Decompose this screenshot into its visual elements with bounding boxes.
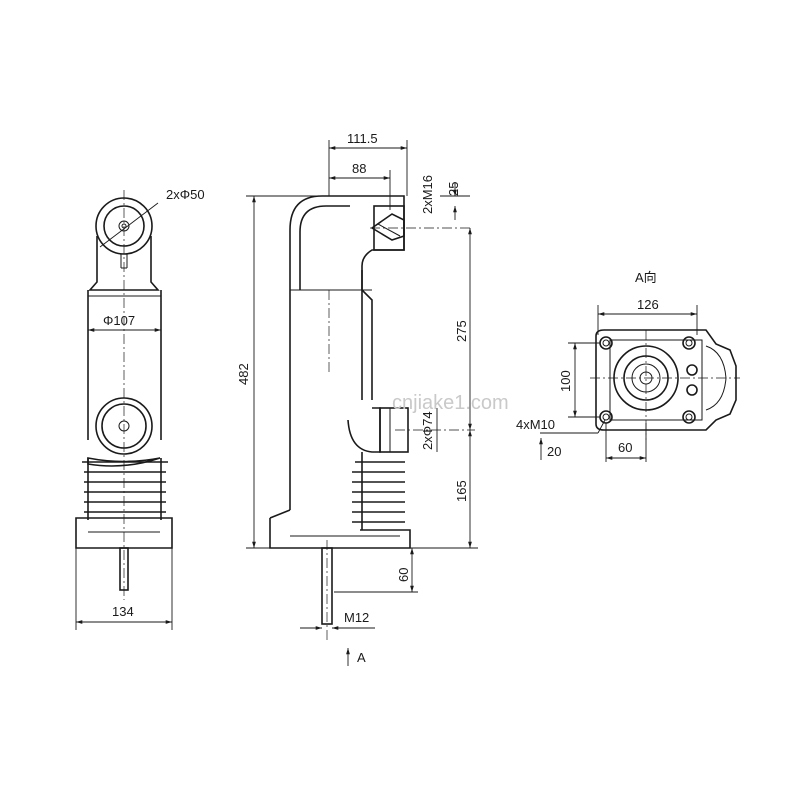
bolt-depth-label: 20 bbox=[547, 444, 561, 459]
front-view: 2xΦ50 Φ107 134 bbox=[75, 187, 205, 630]
watermark: cnjiake1.com bbox=[392, 392, 509, 414]
lower-height-label: 165 bbox=[454, 480, 469, 502]
view-a-marker: A bbox=[357, 650, 366, 665]
view-a-height-label: 100 bbox=[558, 370, 573, 392]
hole-dia-label: 2xΦ50 bbox=[166, 187, 205, 202]
view-a-title: A向 bbox=[635, 270, 657, 285]
thread-depth-label: 25 bbox=[446, 182, 461, 196]
top-width-label: 111.5 bbox=[347, 131, 378, 146]
total-height-label: 482 bbox=[236, 363, 251, 385]
thread-top-label: 2xM16 bbox=[420, 175, 435, 214]
base-width-label: 134 bbox=[112, 604, 134, 619]
body-dia-label: Φ107 bbox=[103, 313, 135, 328]
side-view: 111.5 88 2xM16 25 482 275 2xΦ74 165 60 M… bbox=[236, 131, 478, 666]
bolt-thread-label: 4xM10 bbox=[516, 417, 555, 432]
inner-width-label: 88 bbox=[352, 161, 366, 176]
base-plate bbox=[595, 329, 737, 431]
view-a-width-label: 126 bbox=[637, 297, 659, 312]
side-dia-label: 2xΦ74 bbox=[420, 411, 435, 450]
bolt-spacing-label: 60 bbox=[618, 440, 632, 455]
stud-thread-label: M12 bbox=[344, 610, 369, 625]
upper-height-label: 275 bbox=[454, 320, 469, 342]
view-a: A向 126 100 bbox=[516, 270, 740, 462]
stud-length-label: 60 bbox=[396, 568, 411, 582]
